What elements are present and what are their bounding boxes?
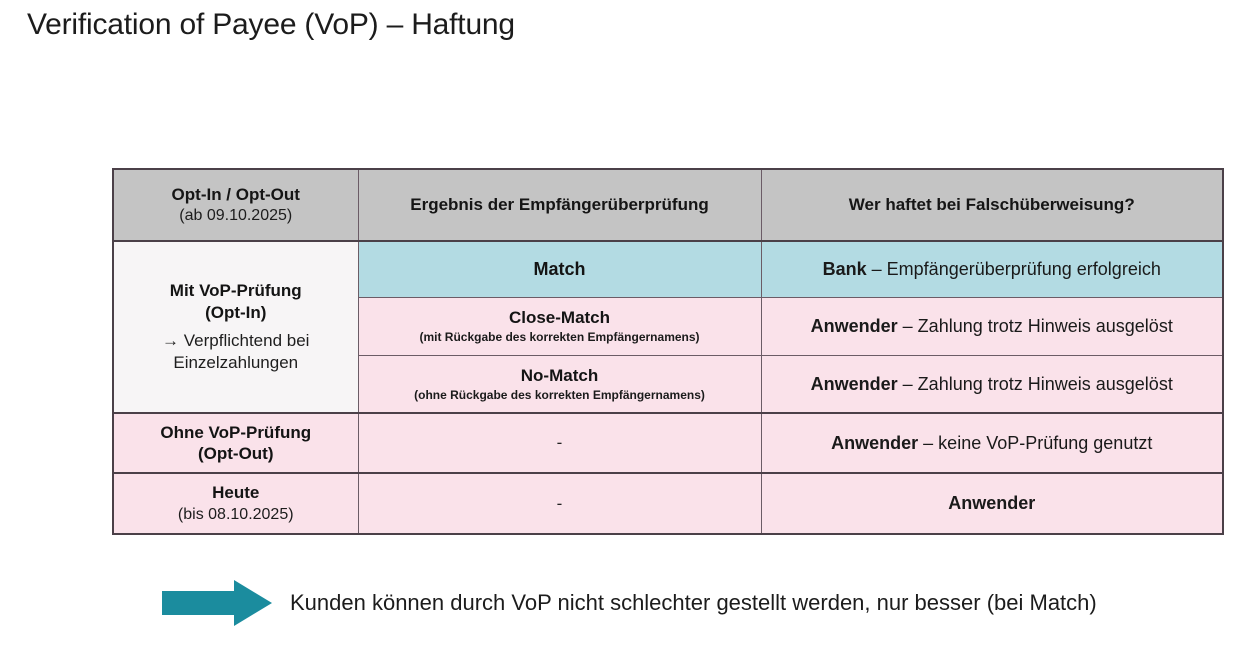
result-close-match-title: Close-Match [508,307,611,327]
table-row: Heute (bis 08.10.2025) - Anwender [112,472,1224,535]
liability-table: Opt-In / Opt-Out (ab 09.10.2025) Ergebni… [112,168,1224,535]
column-header-opt: Opt-In / Opt-Out (ab 09.10.2025) [112,168,359,242]
table-row: Mit VoP-Prüfung (Opt-In) → Verpflichtend… [112,240,1224,414]
column-header-opt-title: Opt-In / Opt-Out [171,184,300,204]
liability-detail: – keine VoP-Prüfung genutzt [918,432,1153,453]
cell-optout-label: Ohne VoP-Prüfung (Opt-Out) [112,412,359,474]
cell-result-close-match: Close-Match (mit Rückgabe des korrekten … [357,296,762,356]
liability-party: Bank [822,259,867,279]
liability-party: Anwender [810,315,898,336]
liability-detail: – Empfängerüberprüfung erfolgreich [866,259,1161,279]
result-close-match-subtitle: (mit Rückgabe des korrekten Empfängernam… [419,330,700,345]
cell-result-match: Match [357,240,762,298]
result-no-match-subtitle: (ohne Rückgabe des korrekten Empfängerna… [414,387,705,402]
summary-callout: Kunden können durch VoP nicht schlechter… [162,580,1097,626]
optout-title-line1: Ohne VoP-Prüfung [160,422,312,442]
liability-party: Anwender [948,493,1036,514]
column-header-result: Ergebnis der Empfängerüberprüfung [357,168,762,242]
summary-callout-text: Kunden können durch VoP nicht schlechter… [290,590,1097,615]
table-row: Close-Match (mit Rückgabe des korrekten … [113,296,1224,356]
heute-title-line1: Heute [212,483,260,503]
result-no-match-title: No-Match [520,365,599,385]
right-arrow-icon [162,580,272,626]
optin-note: → Verpflichtend bei Einzelzahlungen [162,330,310,372]
cell-result-heute: - [357,472,762,535]
cell-result-optout: - [357,412,762,474]
column-header-opt-subtitle: (ab 09.10.2025) [179,207,293,225]
heute-title-line2: (bis 08.10.2025) [177,505,294,523]
table-row: Ohne VoP-Prüfung (Opt-Out) - Anwender – … [112,412,1224,474]
liability-party: Anwender [810,373,898,394]
optin-title-line2: (Opt-In) [205,302,267,322]
table-header-row: Opt-In / Opt-Out (ab 09.10.2025) Ergebni… [112,168,1224,242]
page-title: Verification of Payee (VoP) – Haftung [27,8,515,41]
liability-detail: – Zahlung trotz Hinweis ausgelöst [897,315,1173,336]
cell-liability-no-match: Anwender – Zahlung trotz Hinweis ausgelö… [760,354,1224,414]
cell-optin-group-label: Mit VoP-Prüfung (Opt-In) → Verpflichtend… [112,240,359,414]
cell-liability-optout: Anwender – keine VoP-Prüfung genutzt [760,412,1224,474]
liability-party: Anwender [831,432,919,453]
table-row: No-Match (ohne Rückgabe des korrekten Em… [113,354,1224,414]
optin-title: Mit VoP-Prüfung (Opt-In) [114,280,358,324]
liability-detail: – Zahlung trotz Hinweis ausgelöst [897,373,1173,394]
cell-liability-heute: Anwender [760,472,1224,535]
cell-liability-close-match: Anwender – Zahlung trotz Hinweis ausgelö… [760,296,1224,356]
cell-result-no-match: No-Match (ohne Rückgabe des korrekten Em… [357,354,762,414]
cell-heute-label: Heute (bis 08.10.2025) [112,472,359,535]
optout-title-line2: (Opt-Out) [197,444,274,463]
column-header-liability: Wer haftet bei Falschüberweisung? [760,168,1224,242]
cell-liability-match: Bank – Empfängerüberprüfung erfolgreich [760,240,1224,298]
optin-title-line1: Mit VoP-Prüfung [169,281,302,301]
